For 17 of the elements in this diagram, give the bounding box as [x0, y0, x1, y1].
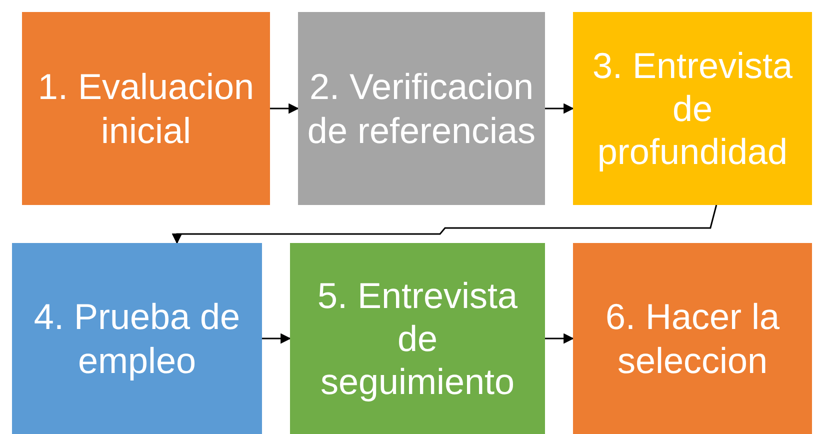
process-box — [12, 243, 262, 434]
step-label: 6. Hacer la seleccion — [604, 295, 781, 382]
arrow — [545, 103, 574, 114]
arrow — [262, 333, 292, 344]
step-label: 3. Entrevista de profundidad — [591, 44, 794, 174]
step-label: 1. Evaluacion inicial — [36, 65, 256, 152]
process-box — [290, 243, 545, 434]
process-box — [298, 12, 545, 205]
process-box — [22, 12, 270, 205]
arrow — [172, 204, 718, 244]
step-label: 4. Prueba de empleo — [32, 295, 242, 382]
arrow — [270, 103, 300, 114]
step-label: 5. Entrevista de seguimiento — [316, 274, 519, 404]
step-label: 2. Verificacion de referencias — [306, 65, 537, 152]
arrow — [545, 333, 574, 344]
process-box — [573, 243, 812, 434]
process-box — [573, 12, 812, 205]
